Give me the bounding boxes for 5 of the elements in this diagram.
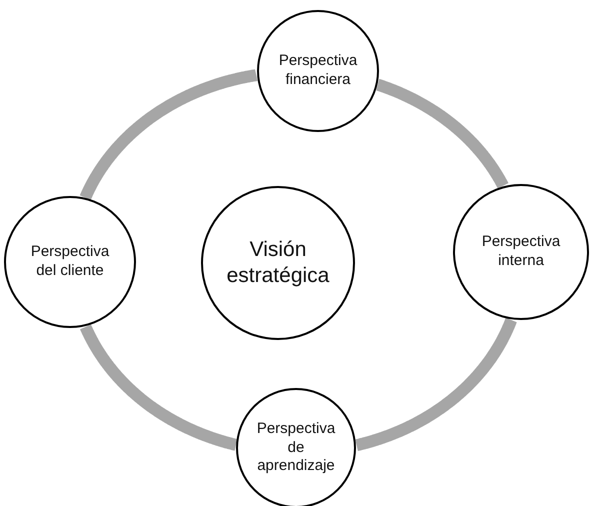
- node-label: Perspectiva financiera: [278, 52, 358, 90]
- node-label: Visión estratégica: [226, 236, 330, 289]
- node-label: Perspectiva interna: [480, 233, 562, 271]
- node-label: Perspectiva de aprendizaje: [256, 420, 336, 476]
- node-label: Perspectiva del cliente: [30, 243, 110, 281]
